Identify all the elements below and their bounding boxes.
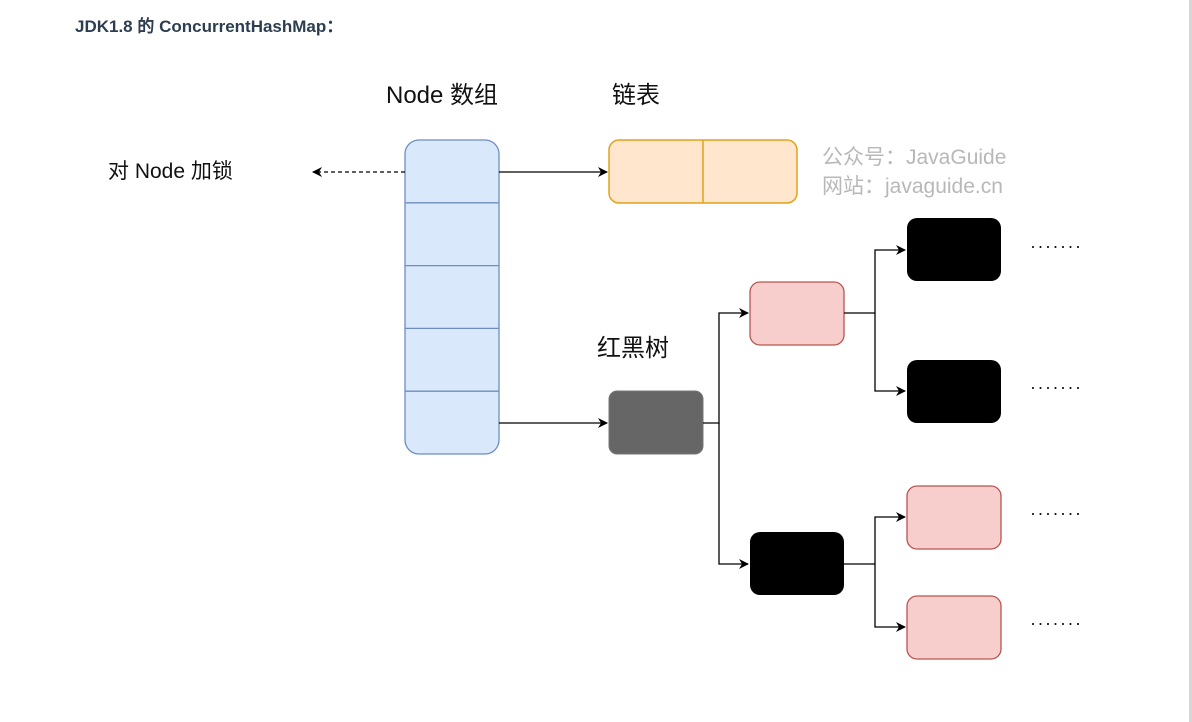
continuation-dots: ·······: [1030, 613, 1082, 633]
edge-black-to-red-bottom: [874, 564, 906, 632]
edge-root-to-black: [718, 423, 749, 569]
node-array-label: Node 数组: [386, 82, 498, 109]
node-array: [404, 139, 500, 455]
tree-node-black: [750, 532, 844, 595]
tree-root-node: [608, 390, 704, 455]
linked-list: [608, 139, 798, 204]
tree-leaf-black-1: [907, 218, 1001, 281]
edge-root-to-red: [703, 308, 749, 424]
continuation-dots: ·······: [1030, 503, 1082, 523]
scrollbar-edge: [1189, 0, 1192, 722]
red-black-tree-label: 红黑树: [597, 335, 669, 362]
root-edges: [703, 308, 749, 569]
tree-leaf-red-1: [906, 485, 1002, 550]
edge-red-to-black-top: [844, 245, 906, 314]
lock-node-label: 对 Node 加锁: [108, 160, 233, 183]
edge-red-to-black-bottom: [874, 313, 906, 396]
page-heading: JDK1.8 的 ConcurrentHashMap：: [75, 17, 344, 36]
tree-node-red: [749, 281, 845, 346]
tree-leaf-black-2: [907, 360, 1001, 423]
node-array-box: [404, 139, 500, 455]
continuation-dots: ·······: [1030, 236, 1082, 256]
watermark-line1: 公众号：JavaGuide: [822, 146, 1006, 169]
watermark-line2: 网站：javaguide.cn: [822, 175, 1003, 198]
continuation-dots: ·······: [1030, 377, 1082, 397]
tree-leaf-red-2: [906, 595, 1002, 660]
linked-list-label: 链表: [612, 82, 660, 109]
edge-black-to-red-top: [844, 512, 906, 565]
